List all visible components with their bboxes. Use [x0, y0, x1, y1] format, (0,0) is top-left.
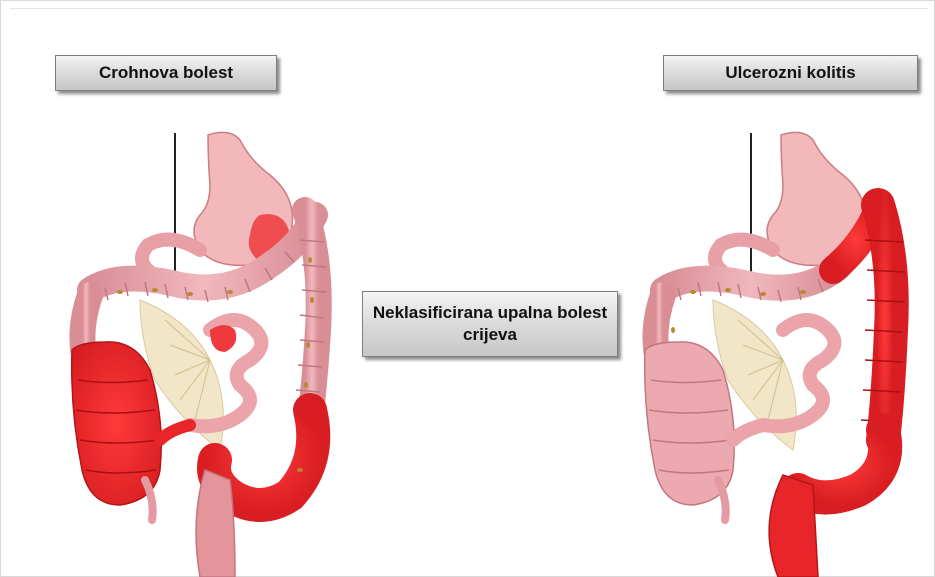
unclassified-ibd-label-text: Neklasificirana upalna bolest crijeva: [371, 302, 609, 346]
ulcerative-colitis-intestine-illustration: [633, 0, 913, 577]
transverse-colon: [663, 268, 838, 290]
rectum-inflamed: [769, 475, 818, 577]
appendix: [145, 480, 153, 520]
terminal-ileum-inflamed: [160, 425, 190, 440]
appendix: [718, 480, 726, 520]
small-intestine-inflamed: [210, 325, 236, 352]
crohn-intestine-illustration: [60, 0, 335, 577]
rectum: [196, 470, 235, 577]
unclassified-ibd-label: Neklasificirana upalna bolest crijeva: [362, 291, 618, 357]
